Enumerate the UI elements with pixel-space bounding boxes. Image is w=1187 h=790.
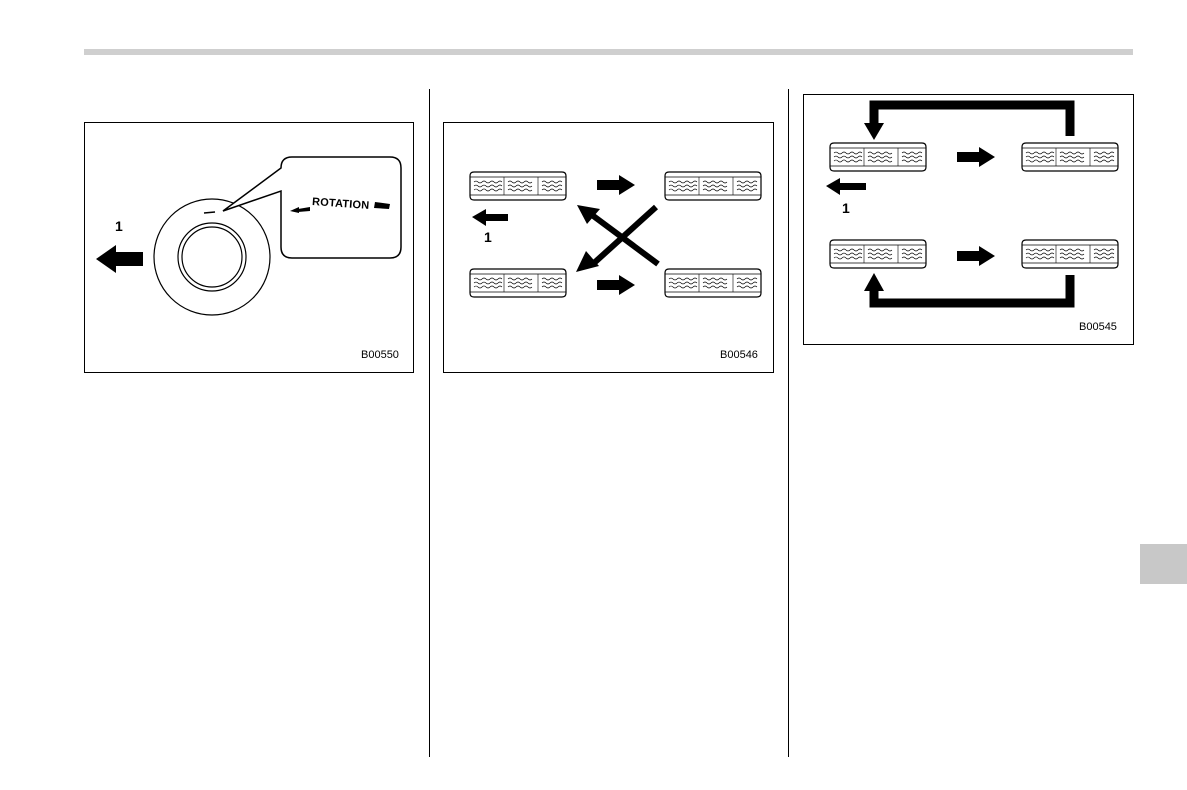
column-divider-left bbox=[429, 89, 430, 757]
tire-rim-inner bbox=[182, 227, 242, 287]
tire-rear-left bbox=[470, 269, 566, 297]
callout-number-1: 1 bbox=[115, 219, 123, 233]
loop-rotation-drawing bbox=[804, 95, 1133, 344]
arrow-left-icon bbox=[472, 209, 508, 226]
tire-front-right bbox=[665, 172, 761, 200]
arrow-left-icon bbox=[96, 245, 143, 273]
column-divider-right bbox=[788, 89, 789, 757]
tire-rear-left bbox=[830, 240, 926, 268]
arrow-right-icon bbox=[597, 275, 635, 295]
callout-number-1: 1 bbox=[842, 201, 850, 215]
arrow-right-icon bbox=[597, 175, 635, 195]
figure-loop-rotation: 1 B00545 bbox=[803, 94, 1134, 345]
tire-front-left bbox=[830, 143, 926, 171]
sidewall-mark bbox=[204, 212, 215, 213]
figure-cross-rotation: 1 B00546 bbox=[443, 122, 774, 373]
tire-front-left bbox=[470, 172, 566, 200]
directional-tire-drawing bbox=[85, 123, 413, 372]
callout-number-1: 1 bbox=[484, 230, 492, 244]
arrow-right-icon bbox=[957, 246, 995, 266]
arrow-left-icon bbox=[826, 178, 866, 195]
header-rule bbox=[84, 49, 1133, 55]
tire-rim-outer bbox=[178, 223, 246, 291]
tire-rear-right bbox=[665, 269, 761, 297]
figure-code: B00545 bbox=[1079, 322, 1117, 333]
cross-rotation-drawing bbox=[444, 123, 773, 372]
loop-arrow-icon bbox=[874, 105, 1070, 136]
loop-arrow-head-bottom bbox=[864, 273, 884, 291]
loop-arrow-head-top bbox=[864, 123, 884, 140]
tire-outer-circle bbox=[154, 199, 270, 315]
figure-code: B00550 bbox=[361, 350, 399, 361]
arrow-right-icon bbox=[957, 147, 995, 167]
tire-rear-right bbox=[1022, 240, 1118, 268]
figure-code: B00546 bbox=[720, 350, 758, 361]
figure-directional-tire: ROTATION 1 B00550 bbox=[84, 122, 414, 373]
section-thumb-tab bbox=[1140, 544, 1187, 584]
tire-front-right bbox=[1022, 143, 1118, 171]
loop-arrow-bottom bbox=[874, 275, 1070, 303]
